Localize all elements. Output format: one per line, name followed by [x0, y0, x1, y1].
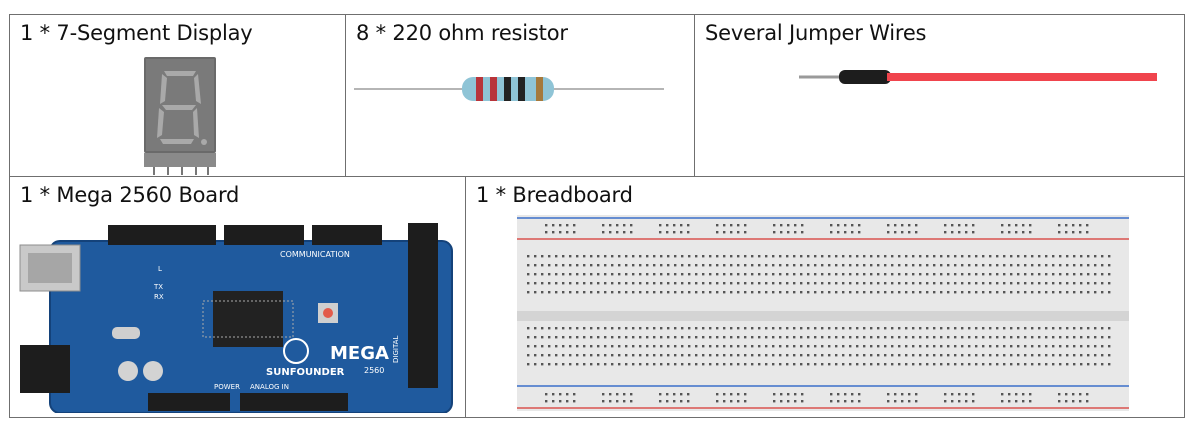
breadboard-icon — [517, 215, 1129, 411]
jumper-wire-icon — [799, 70, 1157, 84]
component-cell-jumper-wires: Several Jumper Wires — [694, 14, 1185, 177]
board-model: MEGA — [330, 343, 389, 364]
board-led-l: L — [158, 265, 162, 273]
board-header-digital: DIGITAL — [392, 336, 400, 363]
component-cell-resistor: 8 * 220 ohm resistor — [345, 14, 695, 177]
board-led-tx: TX — [153, 283, 163, 291]
component-label: 1 * 7-Segment Display — [20, 21, 253, 45]
resistor-icon — [354, 77, 664, 101]
component-cell-seven-segment: 1 * 7-Segment Display — [9, 14, 346, 177]
component-label: 8 * 220 ohm resistor — [356, 21, 568, 45]
component-label: 1 * Breadboard — [476, 183, 633, 207]
board-brand: SUNFOUNDER — [266, 367, 345, 378]
component-cell-mega-board: 1 * Mega 2560 Board COMMUNICATION SUNFO — [9, 176, 466, 418]
board-led-rx: RX — [154, 293, 164, 301]
mega-2560-board-icon: COMMUNICATION SUNFOUNDER MEGA 2560 POWER… — [19, 223, 453, 413]
board-header-power: POWER — [214, 383, 240, 391]
component-cell-breadboard: 1 * Breadboard — [465, 176, 1185, 418]
board-header-analog: ANALOG IN — [250, 383, 289, 391]
component-label: 1 * Mega 2560 Board — [20, 183, 240, 207]
seven-segment-display-icon — [144, 57, 216, 175]
board-model-number: 2560 — [364, 366, 384, 375]
component-label: Several Jumper Wires — [705, 21, 927, 45]
board-header-communication: COMMUNICATION — [280, 250, 350, 259]
